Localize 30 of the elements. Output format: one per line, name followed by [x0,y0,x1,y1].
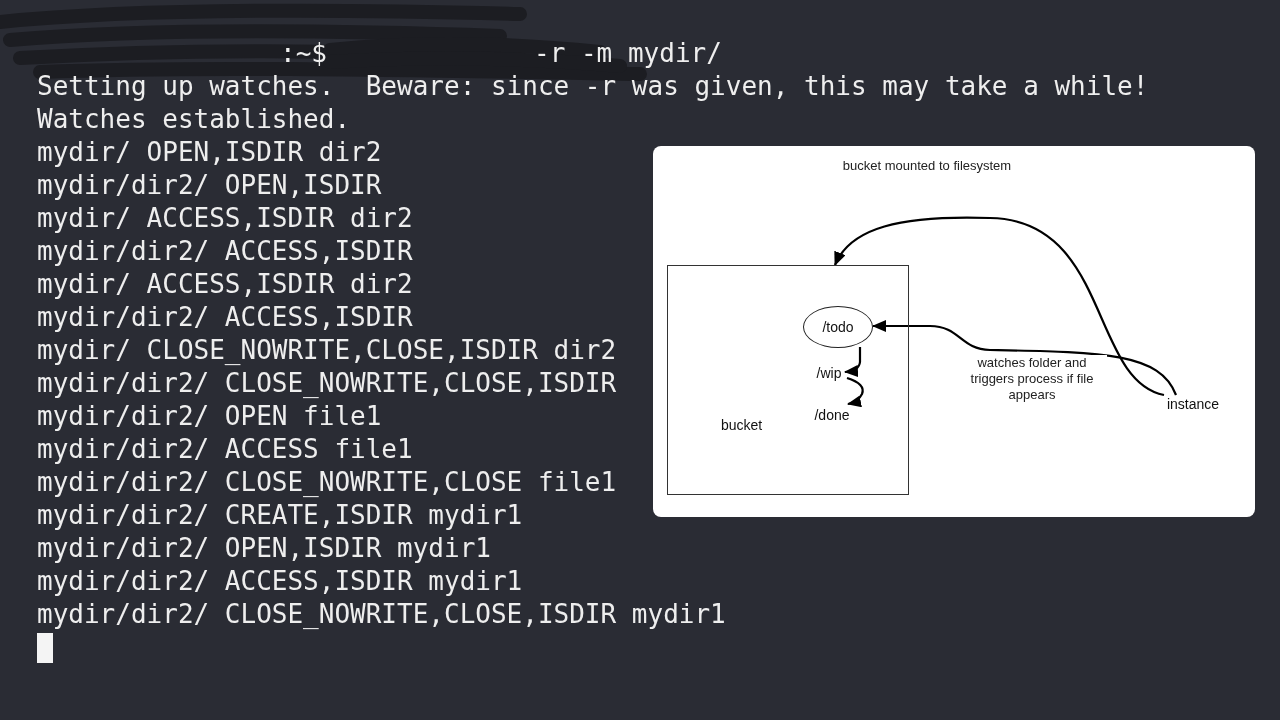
folder-label: /wip [814,363,844,383]
terminal-line: Watches established. [37,104,351,134]
folder-ellipse: /todo [803,306,873,348]
arrow [834,216,1165,397]
terminal-line: mydir/ CLOSE_NOWRITE,CLOSE,ISDIR dir2 [37,335,617,365]
terminal-line: mydir/ OPEN,ISDIR dir2 [37,137,382,167]
terminal-line: mydir/dir2/ ACCESS file1 [37,434,413,464]
terminal-line: mydir/ ACCESS,ISDIR dir2 [37,269,413,299]
terminal-line: mydir/dir2/ ACCESS,ISDIR [37,302,413,332]
terminal-line: mydir/dir2/ CREATE,ISDIR mydir1 [37,500,523,530]
terminal-line: :~$ [280,38,327,68]
icon-caption: bucket [721,417,763,433]
terminal-line: mydir/dir2/ CLOSE_NOWRITE,CLOSE file1 [37,467,617,497]
terminal-line: mydir/ ACCESS,ISDIR dir2 [37,203,413,233]
container-box [667,265,909,495]
terminal-line: mydir/dir2/ OPEN file1 [37,401,382,431]
instance-label: instance [1150,395,1236,413]
terminal-line: Setting up watches. Beware: since -r was given, this may take a while! [37,71,1149,101]
terminal-line: mydir/dir2/ ACCESS,ISDIR [37,236,413,266]
folder-label: /done [809,405,855,425]
arrow [846,376,864,407]
terminal-line: mydir/dir2/ OPEN,ISDIR mydir1 [37,533,491,563]
terminal-line: mydir/dir2/ CLOSE_NOWRITE,CLOSE,ISDIR mydir1 [37,599,726,629]
terminal-line: -r -m mydir/ [534,38,722,68]
terminal-line: mydir/dir2/ ACCESS,ISDIR mydir1 [37,566,523,596]
edge-label: bucket mounted to filesystem [842,158,1012,174]
terminal-line: mydir/dir2/ OPEN,ISDIR [37,170,382,200]
terminal-line: mydir/dir2/ CLOSE_NOWRITE,CLOSE,ISDIR [37,368,617,398]
arrow [844,347,862,377]
arrow [872,320,1177,396]
